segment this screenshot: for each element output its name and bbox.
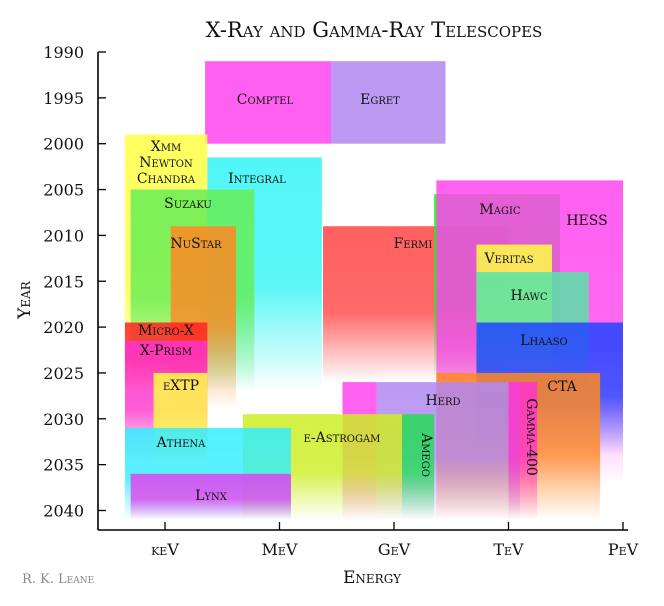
author-credit: R. K. Leane	[22, 572, 94, 587]
y-tick-label: 2025	[43, 364, 84, 383]
x-tick-label: PeV	[608, 540, 639, 559]
bar-lynx	[130, 473, 291, 520]
x-tick-label: GeV	[378, 540, 411, 559]
label-integral: Integral	[228, 171, 286, 187]
label-micro-x: Micro-X	[138, 323, 194, 339]
y-axis-label: Year	[15, 280, 35, 320]
y-tick-label: 2010	[43, 226, 84, 245]
label-chandra: Chandra	[137, 171, 196, 187]
y-tick-label: 2040	[43, 502, 84, 521]
label-veritas: Veritas	[483, 251, 533, 267]
label-lhaaso: Lhaaso	[520, 333, 568, 349]
label-xmm: Xmm	[151, 139, 181, 155]
label-extp: eXTP	[163, 378, 199, 394]
bar-comptel	[205, 61, 332, 144]
axes: 1990 1995 2000 2005 2010 2015 2020 2025 2030 2035…	[43, 43, 638, 559]
label-cta: CTA	[547, 379, 577, 395]
bar-gamma-400	[508, 382, 538, 520]
y-tick-label: 2000	[43, 135, 84, 154]
bar-amego	[402, 414, 435, 520]
label-suzaku: Suzaku	[164, 196, 212, 212]
label-amego: Amego	[418, 432, 434, 477]
bar-egret	[331, 61, 446, 144]
y-tick-label: 2020	[43, 318, 84, 337]
label-comptel: Comptel	[237, 92, 294, 108]
y-tick-label: 2005	[43, 181, 84, 200]
label-hawc: Hawc	[511, 288, 548, 304]
label-x-prism: X-Prism	[140, 343, 192, 359]
label-fermi: Fermi	[394, 236, 433, 252]
x-axis-label: Energy	[343, 568, 402, 588]
chart-title: X-Ray and Gamma-Ray Telescopes	[206, 18, 543, 42]
label-egret: Egret	[360, 92, 400, 108]
label-herd: Herd	[425, 393, 460, 409]
label-lynx: Lynx	[195, 488, 228, 504]
label-athena: Athena	[156, 435, 207, 451]
label-newton: Newton	[139, 155, 193, 171]
label-hess: HESS	[566, 213, 607, 229]
label-magic: Magic	[479, 202, 520, 218]
y-tick-label: 2030	[43, 410, 84, 429]
label-e-astrogam: e-Astrogam	[304, 430, 381, 446]
x-tick-label: TeV	[493, 540, 524, 559]
y-tick-label: 2015	[43, 272, 84, 291]
x-tick-label: MeV	[262, 540, 298, 559]
telescope-bars	[124, 61, 623, 520]
x-tick-label: keV	[151, 540, 179, 559]
y-tick-label: 1995	[43, 89, 84, 108]
y-tick-label: 2035	[43, 456, 84, 475]
y-tick-label: 1990	[43, 43, 84, 62]
label-gamma-400: Gamma-400	[523, 398, 539, 476]
label-nustar: NuStar	[170, 236, 222, 252]
